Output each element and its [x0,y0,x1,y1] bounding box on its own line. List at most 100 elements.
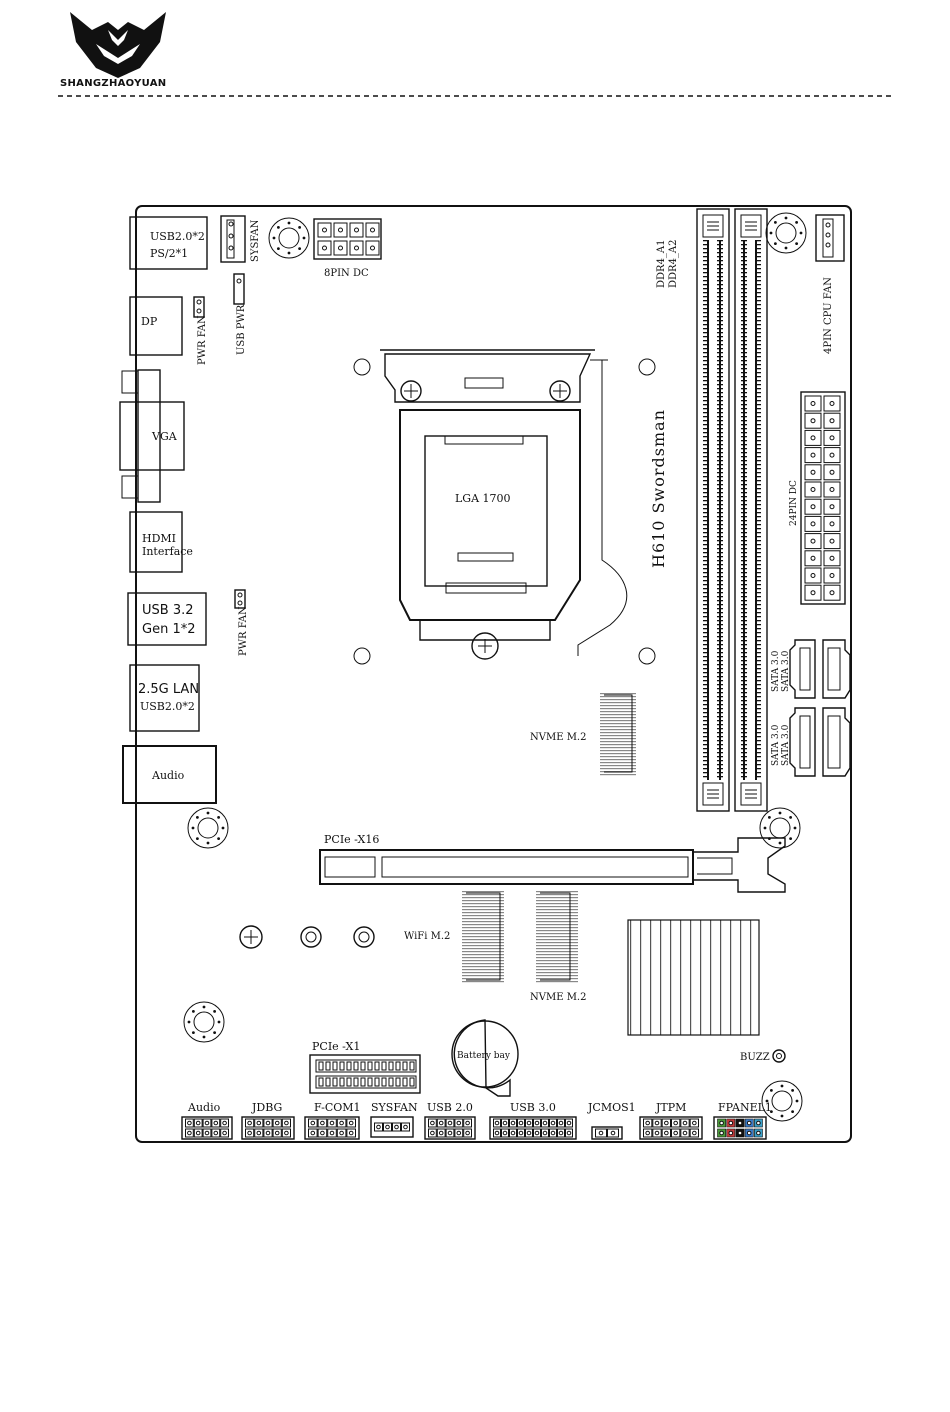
bottom-header-label: F-COM1 [314,1101,361,1114]
pin-cell [823,550,841,567]
pin [829,504,835,510]
pin [810,487,816,492]
mounting-hole [187,807,229,849]
pin-cell [823,412,841,429]
sata-label-4: SATA 3.0 [781,724,791,766]
mounting-hole [759,807,801,849]
bottom-header: SYSFAN [370,1101,418,1138]
cpu-socket: LGA 1700 [353,349,656,665]
pin [810,521,816,527]
pwr-fan-mid-label: PWR FAN [238,606,249,656]
bottom-header: Audio [181,1101,233,1140]
battery-bay: Battery bay [451,1019,519,1097]
pin [810,452,816,458]
pin-cell [349,222,364,238]
pin [810,590,816,596]
pwr-fan-top-label: PWR FAN [197,315,208,365]
pin-cell [365,240,380,256]
dimm-slots: DDR4_A1 DDR4_A2 [656,208,768,812]
nvme-m2-bottom: NVME M.2 [530,890,586,1003]
nvme-top-label: NVME M.2 [530,732,586,743]
pin [829,452,835,458]
pin [810,435,816,441]
io-ps2-label: PS/2*1 [150,247,188,260]
cpu-fan-label: 4PIN CPU FAN [823,277,834,354]
sata-label-1: SATA 3.0 [771,650,781,692]
pin [829,521,835,527]
bottom-header-label: Audio [187,1101,221,1114]
io-usb32-label-2: Gen 1*2 [142,622,196,637]
pin [354,227,359,233]
board-outline [135,205,852,1143]
brand-name: SHANGZHAOYUAN [60,78,166,89]
io-dp-label: DP [141,315,158,328]
pin-cell [804,533,822,550]
pin [338,227,343,233]
io-audio-label: Audio [151,769,185,782]
pcie-x1-slot: PCIe -X1 [309,1040,421,1094]
pin [829,538,835,544]
pin [354,245,359,251]
cpu-8pin-label: 8PIN DC [324,268,369,279]
pin-cell [823,464,841,481]
pin-cell [317,222,332,238]
pin [829,487,835,492]
pin [829,401,835,406]
mounting-holes [183,212,807,1122]
sysfan-top-label: SYSFAN [250,219,261,262]
pin [829,590,835,596]
pwr-fan-mid-jumper: PWR FAN [234,589,249,656]
pin-cell [823,567,841,584]
pcie-x16-label: PCIe -X16 [324,833,379,846]
sata-label-2: SATA 3.0 [781,650,791,692]
bottom-header-label: SYSFAN [371,1101,418,1114]
pin [810,418,816,424]
pcie-x16-slot: PCIe -X16 [319,833,786,893]
mounting-hole [765,212,807,254]
dimm-a2-label: DDR4_A2 [668,239,679,288]
pin-cell [823,481,841,498]
brand-logo [70,12,166,78]
cpu-8pin-connector: 8PIN DC [313,218,382,279]
io-lan-label: 2.5G LAN [138,682,199,697]
pin [810,573,816,578]
pin-cell [333,240,348,256]
sata-label-3: SATA 3.0 [771,724,781,766]
pin [829,555,835,561]
bottom-header-label: JTPM [655,1101,686,1114]
pin [370,227,375,233]
pin [322,245,327,251]
mounting-hole [183,1001,225,1043]
pin [338,245,343,251]
pwr-fan-top-jumper: PWR FAN [193,296,208,365]
pin-cell [804,412,822,429]
chipset-heatsink [627,919,760,1036]
io-vga-label: VGA [151,430,178,443]
sata-ports: SATA 3.0 SATA 3.0 SATA 3.0 SATA 3.0 [771,639,851,777]
io-dp: DP [129,296,183,356]
usb-pwr-jumper: USB PWR [233,273,247,355]
sysfan-top-header: SYSFAN [220,215,261,263]
pin-cell [823,584,841,601]
bottom-header-label: USB 3.0 [510,1101,556,1114]
pin [829,418,835,424]
wifi-label: WiFi M.2 [404,931,450,942]
io-lan: 2.5G LAN USB2.0*2 [129,664,200,732]
io-audio: Audio [122,745,217,804]
io-hdmi-label-2: Interface [142,545,193,558]
mounting-hole [761,1080,803,1122]
usb-pwr-label: USB PWR [236,304,247,355]
pin-cell [365,222,380,238]
bottom-header: JDBG [241,1101,295,1140]
pin-cell [804,429,822,446]
mounting-hole [268,217,310,259]
bottom-header: JTPM [639,1101,703,1140]
pin-cell [804,567,822,584]
dimm-a1-label: DDR4_A1 [656,239,667,288]
pin-cell [804,395,822,412]
bottom-header: FPANEL1 [713,1101,772,1140]
bottom-header: USB 3.0 [489,1101,577,1140]
pin-cell [804,550,822,567]
pcie-x1-label: PCIe -X1 [312,1040,360,1053]
atx-24pin-connector: 24PIN DC [789,391,846,605]
